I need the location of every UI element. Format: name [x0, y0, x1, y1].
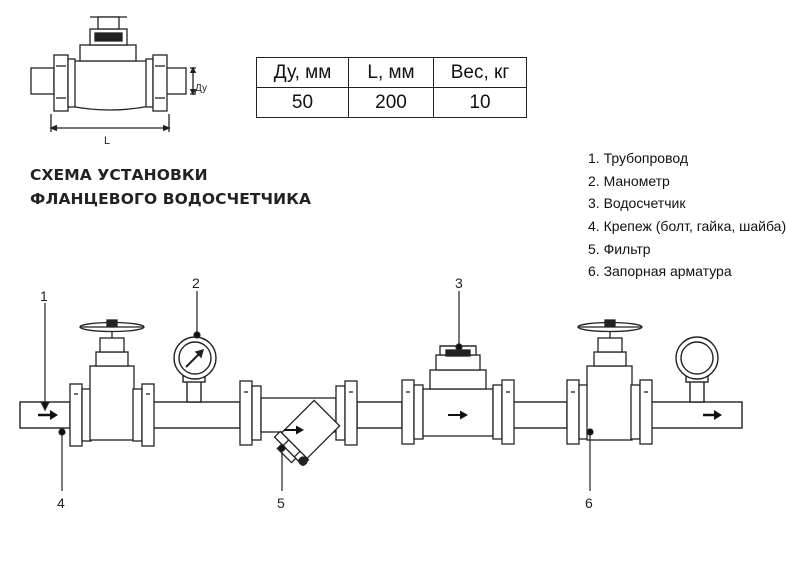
diagram-title: СХЕМА УСТАНОВКИ ФЛАНЦЕВОГО ВОДОСЧЕТЧИКА: [30, 163, 311, 211]
header-length: L, мм: [348, 57, 434, 88]
value-weight: 10: [433, 87, 527, 118]
du-dimension-label: Ду: [195, 83, 207, 94]
value-du: 50: [256, 87, 349, 118]
callout-1: 1: [40, 288, 48, 304]
callout-6: 6: [585, 495, 593, 511]
gate-valve-right: [566, 319, 653, 445]
filter-flow-arrow-icon: [284, 425, 304, 435]
legend: 1. Трубопровод 2. Манометр 3. Водосчетчи…: [588, 147, 786, 283]
legend-item: 1. Трубопровод: [588, 150, 689, 166]
flanged-water-meter: [401, 345, 515, 445]
spec-header-row: Ду, мм L, мм Вес, кг: [256, 57, 527, 88]
legend-item: 5. Фильтр: [588, 240, 651, 257]
header-weight: Вес, кг: [433, 57, 527, 88]
legend-item: 2. Манометр: [588, 172, 670, 189]
legend-item: 6. Запорная арматура: [588, 263, 732, 280]
legend-item: 4. Крепеж (болт, гайка, шайба): [588, 218, 786, 235]
legend-item: 3. Водосчетчик: [588, 195, 686, 212]
outlet-flow-arrow-icon: [703, 410, 722, 420]
length-dimension-label: L: [104, 135, 110, 147]
title-line-1: СХЕМА УСТАНОВКИ: [30, 166, 208, 184]
callout-5: 5: [277, 495, 285, 511]
callout-leaders: [40, 291, 594, 491]
flow-arrow-icon: [38, 410, 58, 420]
y-strainer: [239, 380, 358, 467]
installation-diagram: Ду L: [19, 16, 743, 511]
pressure-gauge-right: [675, 336, 719, 403]
callout-2: 2: [192, 275, 200, 291]
meter-dimension-drawing: [30, 16, 197, 132]
callout-4: 4: [57, 495, 65, 511]
title-line-2: ФЛАНЦЕВОГО ВОДОСЧЕТЧИКА: [30, 190, 312, 208]
header-du: Ду, мм: [256, 57, 349, 88]
pressure-gauge: [173, 336, 217, 403]
value-length: 200: [348, 87, 434, 118]
spec-value-row: 50 200 10: [256, 87, 527, 118]
gate-valve-left: [69, 319, 155, 447]
spec-table: Ду, мм L, мм Вес, кг 50 200 10: [256, 57, 527, 118]
meter-flow-arrow-icon: [448, 410, 468, 420]
callout-3: 3: [455, 275, 463, 291]
